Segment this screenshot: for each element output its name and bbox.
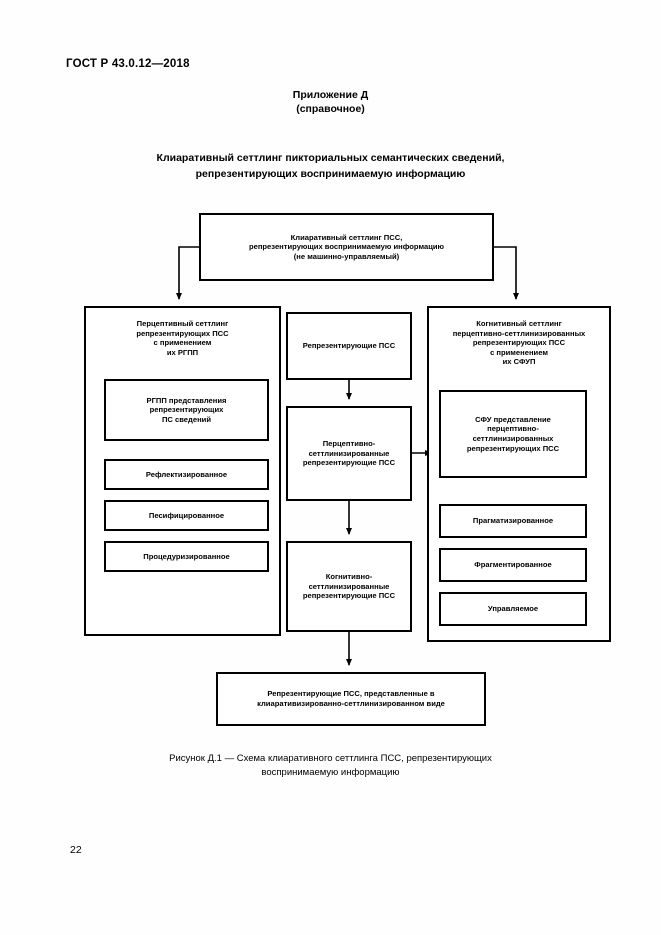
node-pragmatized: Прагматизированное xyxy=(439,504,587,538)
node-cognitive-settlinized-pss: Когнитивно- сеттлинизированные репрезент… xyxy=(286,541,412,632)
figure-caption-line-1: Рисунок Д.1 — Схема клиаративного сеттли… xyxy=(169,753,492,764)
node-rgpp-representation: РГПП представления репрезентирующих ПС с… xyxy=(104,379,269,441)
node-controllable: Управляемое xyxy=(439,592,587,626)
node-bottom-line-2: клиаративизированно-сеттлинизированном в… xyxy=(257,699,445,708)
node-rgpp-line-2: репрезентирующих xyxy=(149,405,224,415)
group-right-line-3: репрезентирующих ПСС xyxy=(472,338,566,348)
node-fragmented: Фрагментированное xyxy=(439,548,587,582)
node-sfu-line-3: сеттлинизированных xyxy=(472,434,554,443)
node-reflectivized: Рефлектизированное xyxy=(104,459,269,490)
node-mid3-line-2: сеттлинизированные xyxy=(308,581,390,591)
node-representing-pss: Репрезентирующие ПСС xyxy=(286,312,412,380)
node-perceptive-settlinized-pss: Перцептивно- сеттлинизированные репрезен… xyxy=(286,406,412,501)
node-clarative-settling: Клиаративный сеттлинг ПСС, репрезентирую… xyxy=(199,213,494,281)
annex-heading: Приложение Д (справочное) xyxy=(0,88,661,116)
group-right-line-5: их СФУП xyxy=(502,357,536,367)
running-head: ГОСТ Р 43.0.12—2018 xyxy=(66,58,190,70)
group-right-line-1: Когнитивный сеттлинг xyxy=(476,319,562,328)
group-left-line-1: Перцептивный сеттлинг xyxy=(136,319,229,328)
figure-heading: Клиаративный сеттлинг пикториальных сема… xyxy=(90,150,571,182)
figure-heading-line-2: репрезентирующих воспринимаемую информац… xyxy=(195,168,466,180)
node-upravl-label: Управляемое xyxy=(487,604,539,614)
group-left-line-4: их РГПП xyxy=(166,347,199,357)
node-top-line-1: Клиаративный сеттлинг ПСС, xyxy=(290,232,403,242)
node-sfu-line-2: перцептивно- xyxy=(487,424,539,434)
node-fragm-label: Фрагментированное xyxy=(474,560,552,570)
node-rgpp-line-1: РГПП представления xyxy=(146,395,227,405)
group-right-line-4: с применением xyxy=(490,347,548,357)
figure-heading-line-1: Клиаративный сеттлинг пикториальных сема… xyxy=(156,152,505,164)
group-right-line-2: перцептивно-сеттлинизированных xyxy=(452,328,586,338)
node-mid3-line-1: Когнитивно- xyxy=(325,572,373,582)
node-top-line-3: (не машинно-управляемый) xyxy=(293,251,400,261)
group-left-line-3: с применением xyxy=(153,338,212,348)
node-top-line-2: репрезентирующих воспринимаемую информац… xyxy=(248,242,445,252)
node-mid2-line-1: Перцептивно- xyxy=(322,439,376,449)
node-sfu-line-4: репрезентирующих ПСС xyxy=(466,443,560,453)
page-number: 22 xyxy=(70,844,82,856)
node-mid1-label: Репрезентирующие ПСС xyxy=(302,341,396,351)
node-mid2-line-2: сеттлинизированные xyxy=(308,448,390,458)
node-rgpp-line-3: ПС сведений xyxy=(161,414,212,424)
node-result-pss: Репрезентирующие ПСС, представленные в к… xyxy=(216,672,486,726)
node-proceduralized: Процедуризированное xyxy=(104,541,269,572)
node-proc-label: Процедуризированное xyxy=(143,551,230,561)
node-pesif-label: Песифицированное xyxy=(148,510,225,520)
node-sfu-representation: СФУ представление перцептивно- сеттлиниз… xyxy=(439,390,587,478)
node-pacified: Песифицированное xyxy=(104,500,269,531)
node-sfu-line-1: СФУ представление xyxy=(475,414,551,424)
group-left-line-2: репрезентирующих ПСС xyxy=(136,328,229,338)
figure-caption: Рисунок Д.1 — Схема клиаративного сеттли… xyxy=(120,752,541,780)
annex-title: Приложение Д xyxy=(292,89,369,101)
node-refl-label: Рефлектизированное xyxy=(145,469,228,479)
node-mid2-line-3: репрезентирующие ПСС xyxy=(302,458,396,468)
annex-subtitle: (справочное) xyxy=(296,103,365,115)
node-mid3-line-3: репрезентирующие ПСС xyxy=(302,591,396,601)
node-bottom-line-1: Репрезентирующие ПСС, представленные в xyxy=(267,689,435,699)
figure-caption-line-2: воспринимаемую информацию xyxy=(261,767,400,778)
node-pragm-label: Прагматизированное xyxy=(472,516,554,526)
